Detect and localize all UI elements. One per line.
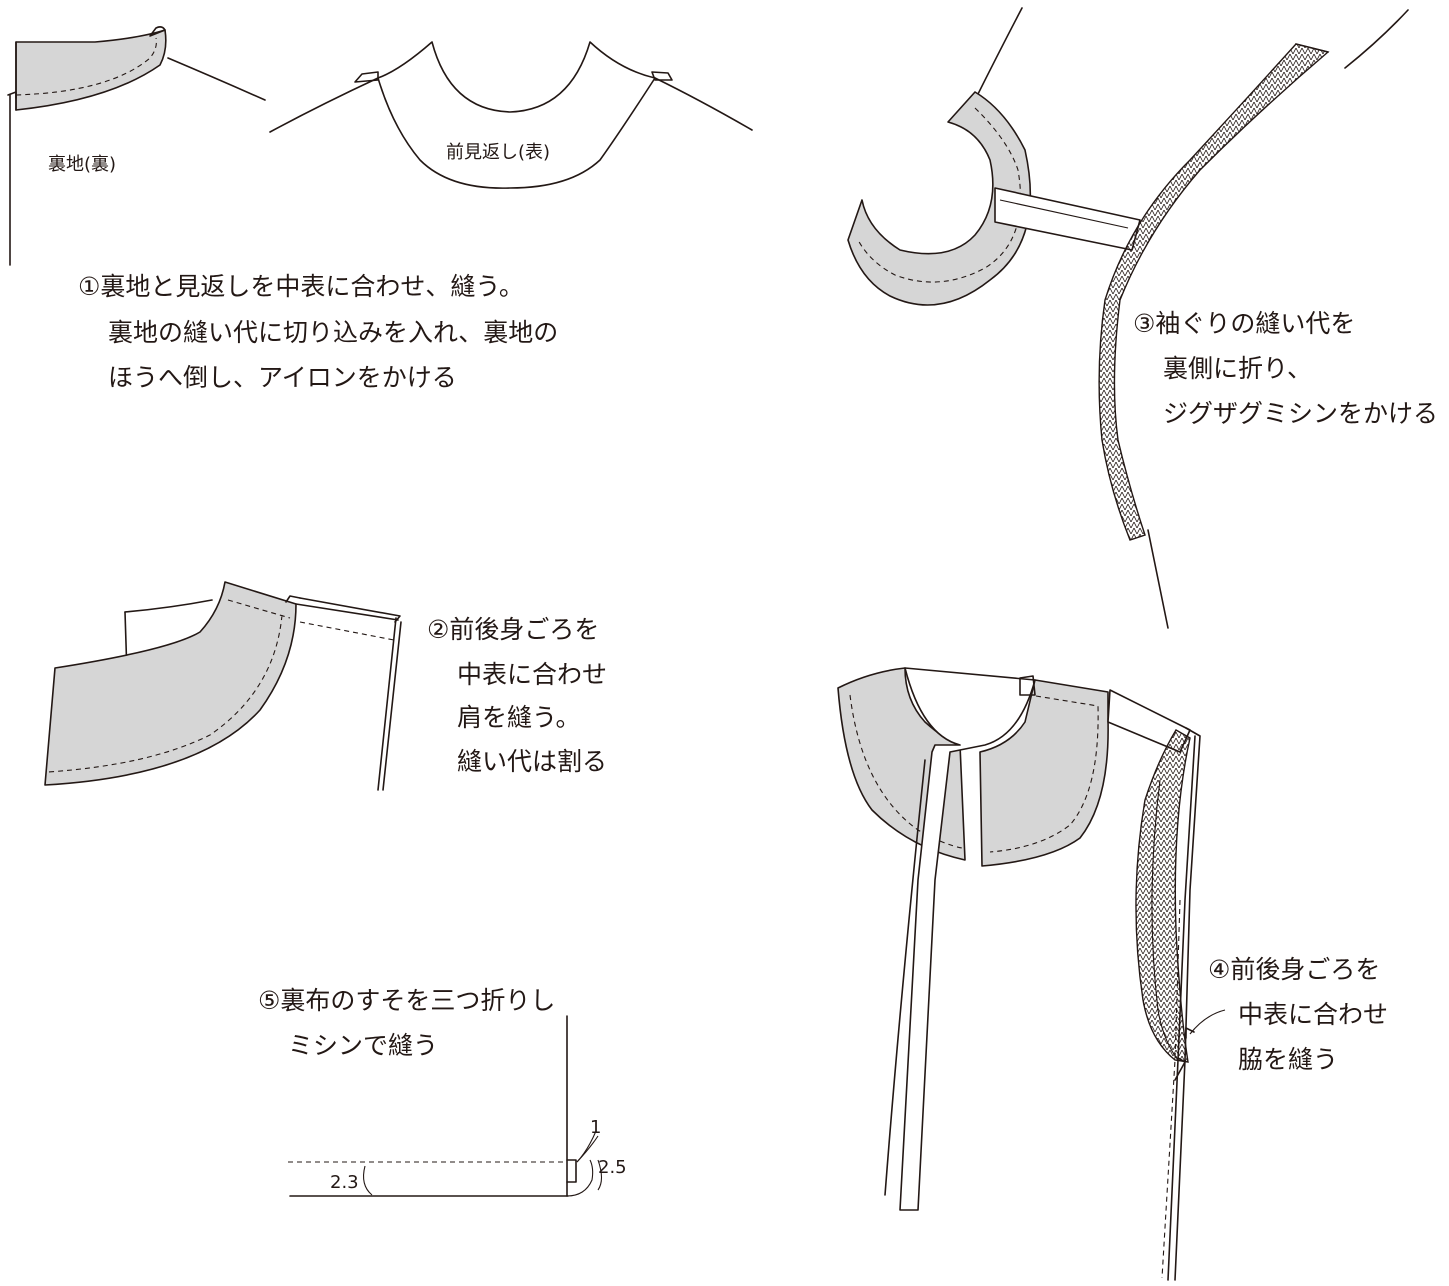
step2-instruction-line-2: 中表に合わせ	[457, 660, 607, 689]
step5-dimension-inner-fold: 1	[590, 1117, 601, 1138]
step3-instruction-line-1: ③袖ぐりの縫い代を	[1133, 309, 1355, 338]
step1-lining-label: 裏地(裏)	[48, 154, 116, 175]
step4-instruction-line-1: ④前後身ごろを	[1208, 955, 1380, 984]
step2-shoulder-seam	[44, 581, 402, 791]
step5-instruction-line-2: ミシンで縫う	[288, 1031, 438, 1060]
step1-facing-label: 前見返し(表)	[446, 142, 550, 163]
step1-instruction-line-2: 裏地の縫い代に切り込みを入れ、裏地の	[108, 318, 558, 347]
step4-instruction-line-2: 中表に合わせ	[1238, 1000, 1388, 1029]
step1-instruction-line-1: ①裏地と見返しを中表に合わせ、縫う。	[78, 272, 524, 301]
step2-instruction-line-3: 肩を縫う。	[457, 703, 581, 732]
step5-hem-diagram	[288, 1015, 603, 1197]
step1-instruction-line-3: ほうへ倒し、アイロンをかける	[108, 363, 457, 392]
step5-dimension-total-hem: 2.5	[598, 1157, 627, 1178]
step1-front-facing-piece	[269, 41, 753, 189]
step3-instruction-line-2: 裏側に折り、	[1163, 354, 1312, 383]
step5-instruction-line-1: ⑤裏布のすそを三つ折りし	[258, 986, 555, 1015]
step2-instruction-line-1: ②前後身ごろを	[427, 615, 599, 644]
step4-side-seam	[837, 667, 1226, 1281]
step3-instruction-line-3: ジグザグミシンをかける	[1163, 399, 1438, 428]
step1-lining-piece	[7, 26, 266, 266]
step4-instruction-line-3: 脇を縫う	[1238, 1045, 1338, 1074]
step3-armhole-finishing	[847, 7, 1409, 629]
step2-instruction-line-4: 縫い代は割る	[457, 747, 607, 776]
step5-dimension-stitch-line: 2.3	[330, 1172, 359, 1193]
